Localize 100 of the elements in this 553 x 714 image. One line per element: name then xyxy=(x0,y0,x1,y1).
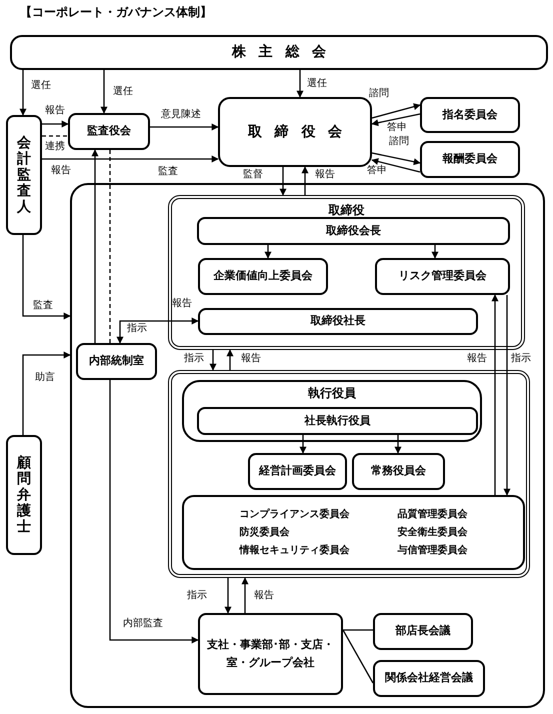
org-box xyxy=(375,258,510,295)
box-label: 取締役会長 xyxy=(324,222,382,239)
org-box xyxy=(10,35,548,70)
edge-label: 答申 xyxy=(366,165,388,177)
org-box xyxy=(198,258,328,295)
committee-label: コンプライアンス委員会 xyxy=(240,507,350,522)
org-box xyxy=(218,97,372,167)
org-box xyxy=(68,113,150,150)
box-label: 指名委員会 xyxy=(441,106,498,123)
edge-label: 報告 xyxy=(50,165,72,177)
arrow xyxy=(92,149,98,343)
org-box xyxy=(6,115,42,235)
arrow xyxy=(432,245,438,259)
box-label: リスク管理委員会 xyxy=(398,268,488,284)
edge-label: 指示 xyxy=(186,590,208,602)
org-box xyxy=(6,435,42,555)
arrow xyxy=(371,158,420,173)
org-box xyxy=(76,343,157,380)
edge-label: 連携 xyxy=(44,141,66,153)
edge-label: 報告 xyxy=(240,353,262,365)
arrow xyxy=(371,113,420,126)
org-box xyxy=(198,613,343,695)
arrow xyxy=(109,380,199,644)
edge-label: 報告 xyxy=(253,590,275,602)
box-label: 経営計画委員会 xyxy=(258,463,337,480)
arrow xyxy=(492,294,498,495)
edge-label: 報告 xyxy=(44,105,66,117)
arrow xyxy=(22,352,71,435)
committee-label: 安全衛生委員会 xyxy=(398,525,468,540)
container-frame xyxy=(168,370,530,578)
org-box xyxy=(352,453,445,490)
edge-label: 指示 xyxy=(126,323,148,335)
box-label: 企業価値向上委員会 xyxy=(212,268,314,284)
arrow xyxy=(280,167,286,196)
arrow xyxy=(150,124,219,130)
org-box xyxy=(248,453,347,490)
edge-label: 監督 xyxy=(242,169,264,181)
arrow xyxy=(210,350,216,371)
edge-label: 指示 xyxy=(183,353,205,365)
box-label: 社長執行役員 xyxy=(303,412,372,429)
arrow xyxy=(100,70,108,114)
org-box xyxy=(182,495,525,570)
group-frame xyxy=(182,380,482,442)
arrow xyxy=(42,156,219,162)
group-heading: 執行役員 xyxy=(307,385,357,402)
arrow xyxy=(302,166,308,195)
box-label: 部店長会議 xyxy=(394,623,452,640)
arrow xyxy=(224,578,232,614)
org-box xyxy=(420,97,520,133)
group-frame xyxy=(168,195,525,350)
group-heading: 取締役 xyxy=(328,202,366,219)
edge-label: 選任 xyxy=(112,86,134,98)
org-box xyxy=(197,217,510,245)
box-label: 株主総会 xyxy=(230,42,338,62)
arrow xyxy=(226,349,234,370)
org-box xyxy=(420,141,520,178)
box-label: 報酬委員会 xyxy=(442,151,498,168)
committee-label: 情報セキュリティ委員会 xyxy=(240,543,350,558)
box-label: 監査役会 xyxy=(86,123,132,140)
org-box xyxy=(373,660,485,697)
org-box xyxy=(198,308,478,335)
edge-label: 内部監査 xyxy=(122,618,164,630)
arrow xyxy=(264,245,272,259)
org-box xyxy=(373,613,473,650)
box-label: 内部統制室 xyxy=(88,353,145,370)
container-frame xyxy=(70,183,545,708)
edge-label: 意見陳述 xyxy=(160,109,202,121)
annotation-label: 報告 xyxy=(172,298,192,310)
committee-label: 防災委員会 xyxy=(240,525,290,540)
arrow xyxy=(42,120,69,128)
arrow xyxy=(242,577,248,613)
edge-label: 諮問 xyxy=(388,136,410,148)
arrow xyxy=(22,235,71,320)
box-label: 関係会社経営会議 xyxy=(384,670,474,686)
arrow xyxy=(394,435,402,454)
arrow xyxy=(300,435,306,454)
box-label: 取締役会 xyxy=(246,122,354,142)
arrow xyxy=(372,152,421,166)
edge-label: 監査 xyxy=(32,300,54,312)
diagram-title: 【コーポレート・ガバナンス体制】 xyxy=(20,4,212,21)
box-label: 支社・事業部･部・支店・室・グループ会社 xyxy=(206,637,335,671)
box-label: 顧問弁護士 xyxy=(17,454,31,536)
box-label: 取締役社長 xyxy=(309,313,366,330)
box-label: 常務役員会 xyxy=(370,463,427,480)
annotation-label: 監査 xyxy=(158,166,178,178)
committee-label: 与信管理委員会 xyxy=(398,543,468,558)
arrow xyxy=(20,70,26,116)
arrow xyxy=(372,103,421,119)
arrow xyxy=(504,295,510,496)
committee-label: 品質管理委員会 xyxy=(398,507,468,522)
edge-label: 指示 xyxy=(510,353,532,365)
edge-label: 選任 xyxy=(306,78,328,90)
edge-label: 答申 xyxy=(386,122,408,134)
edge-label: 報告 xyxy=(314,169,336,181)
edge-label: 諮問 xyxy=(368,88,390,100)
edge-label: 助言 xyxy=(34,372,56,384)
edge-label: 選任 xyxy=(30,80,52,92)
box-label: 会計監査人 xyxy=(17,134,31,216)
edge-label: 報告 xyxy=(466,353,488,365)
arrow xyxy=(296,70,304,98)
